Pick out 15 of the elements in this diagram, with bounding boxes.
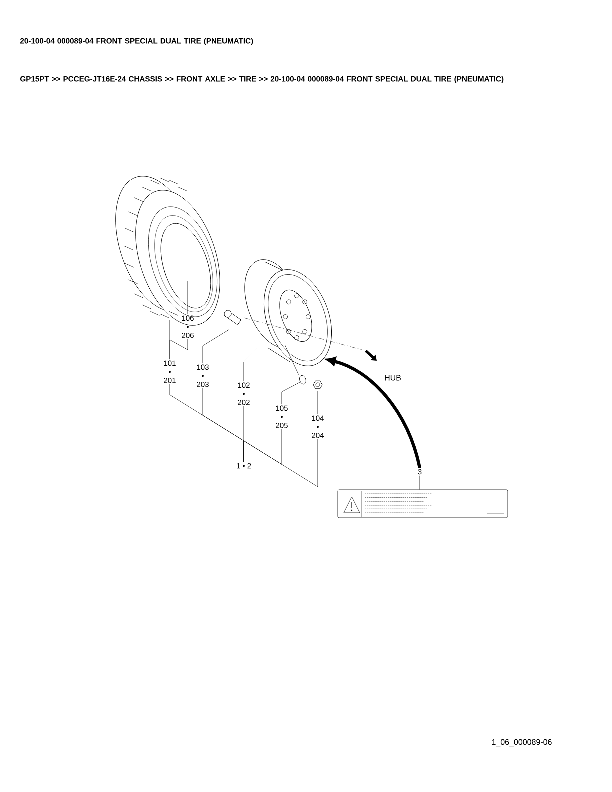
washer-drawing xyxy=(300,375,306,385)
tire-drawing xyxy=(116,176,220,326)
bolt-drawing xyxy=(224,310,242,326)
leader-line xyxy=(202,330,230,364)
warning-decal-drawing xyxy=(338,490,508,518)
leader-line xyxy=(244,348,258,382)
leader-line xyxy=(282,382,302,405)
hub-label: HUB xyxy=(385,375,402,381)
leader-line xyxy=(170,339,188,360)
leader-line xyxy=(244,439,318,488)
leader-line xyxy=(284,344,299,375)
nut-drawing xyxy=(313,380,323,390)
drawing-number: 1_06_000089-06 xyxy=(492,739,552,747)
rim-drawing xyxy=(244,260,332,366)
curved-arrow xyxy=(326,357,422,469)
